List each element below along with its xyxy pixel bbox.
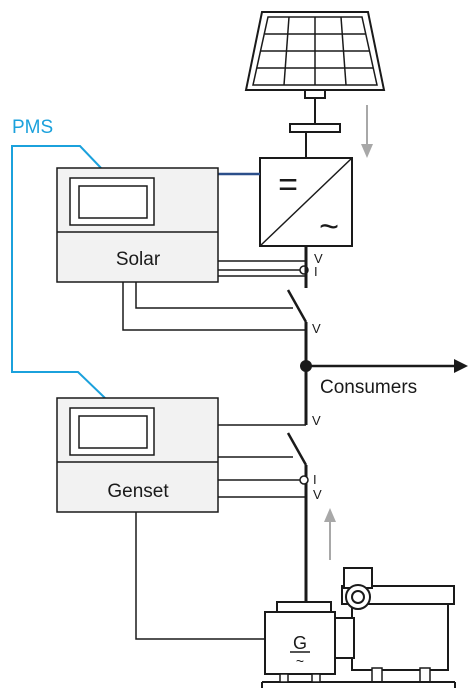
bus-voltage-bottom-label: V [312, 413, 321, 428]
engine-icon [261, 567, 456, 688]
pms-comm-line [11, 145, 106, 399]
generator-label: G [293, 633, 307, 653]
genset-measurement-wires [218, 475, 309, 498]
genset-current-label: I [313, 472, 317, 487]
current-transformer-icon [299, 475, 309, 485]
solar-breaker-feedback-wire [135, 282, 293, 309]
pms-label: PMS [12, 117, 53, 138]
solar-controller-label: Solar [116, 249, 161, 270]
genset-voltage-label: V [313, 487, 322, 502]
generator-icon: G ~ [264, 601, 336, 683]
solar-current-label: I [314, 264, 318, 279]
genset-generator-wire [135, 512, 265, 640]
inverter-dc-symbol: = [278, 166, 298, 204]
inverter-ac-symbol: ~ [319, 208, 339, 246]
genset-controller-label: Genset [107, 481, 169, 502]
solar-breaker-control-wire [122, 282, 306, 331]
solar-controller: Solar [56, 167, 219, 283]
consumers-label: Consumers [320, 377, 417, 398]
solar-panel-icon [244, 11, 386, 158]
genset-controller: Genset [56, 397, 219, 513]
solar-voltage-label: V [314, 251, 323, 266]
genset-breaker-icon [286, 432, 308, 466]
solar-breaker-icon [286, 289, 308, 323]
solar-measurement-wires [218, 260, 309, 277]
consumers-arrow-icon [454, 359, 468, 373]
power-flow-down-arrow-icon [361, 105, 373, 158]
bus-voltage-top-label: V [312, 321, 321, 336]
inverter-icon: = ~ [259, 157, 353, 247]
generator-ac-symbol: ~ [296, 653, 304, 669]
power-flow-up-arrow-icon [324, 508, 336, 560]
